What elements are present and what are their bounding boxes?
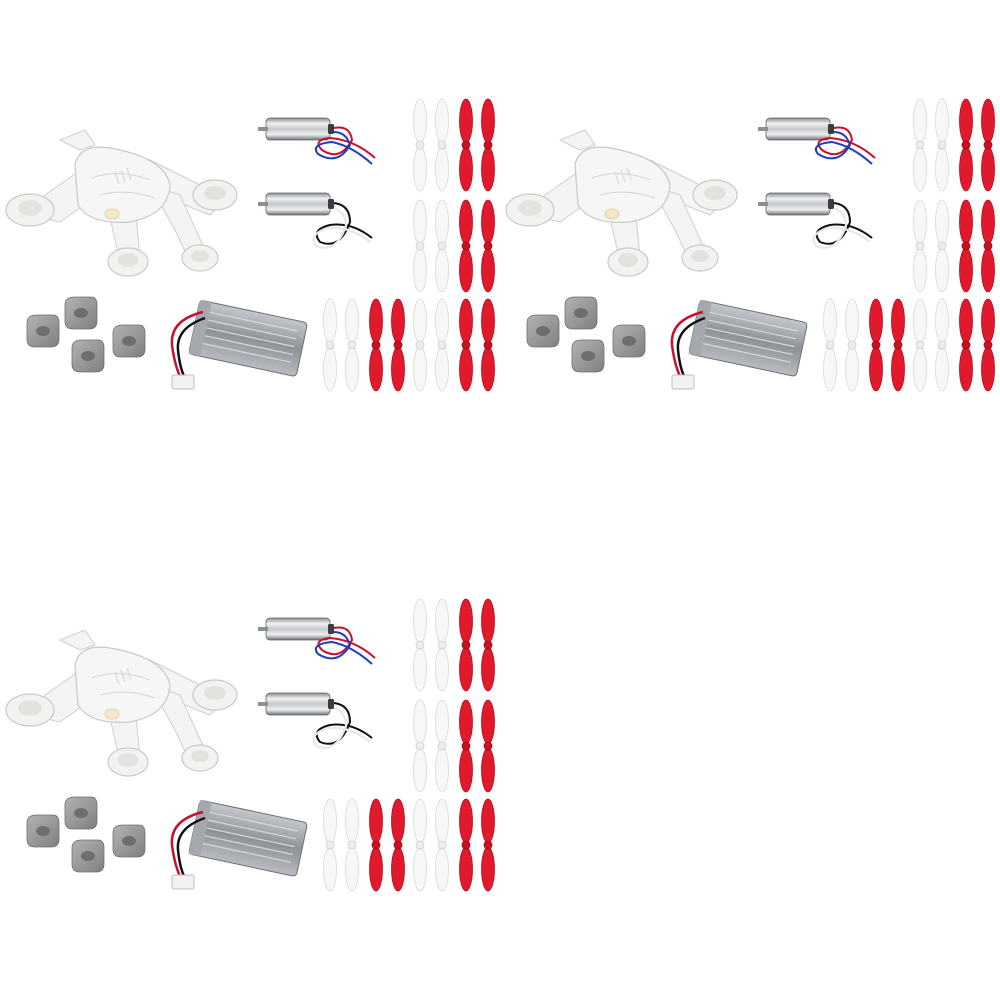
product-tile-1 (0, 0, 500, 500)
motor-black-white-wires (257, 192, 373, 249)
motor-caps (26, 796, 146, 873)
empty-quadrant (500, 500, 1000, 1000)
motor-red-blue-wires (757, 117, 876, 165)
motor-red-blue-wires (257, 117, 376, 165)
motor-black-white-wires (757, 192, 873, 249)
kit-illustration (5, 500, 500, 1000)
quadcopter-frame (5, 129, 238, 277)
motor-caps (526, 296, 646, 373)
kit-illustration (5, 0, 500, 500)
product-tile-3 (0, 500, 500, 1000)
motor-caps (26, 296, 146, 373)
kit-illustration (505, 0, 1000, 500)
battery (670, 300, 808, 390)
battery (170, 800, 308, 890)
quadcopter-frame (5, 629, 238, 777)
motor-black-white-wires (257, 692, 373, 749)
product-tile-2 (500, 0, 1000, 500)
quadcopter-frame (505, 129, 738, 277)
battery (170, 300, 308, 390)
motor-red-blue-wires (257, 617, 376, 665)
